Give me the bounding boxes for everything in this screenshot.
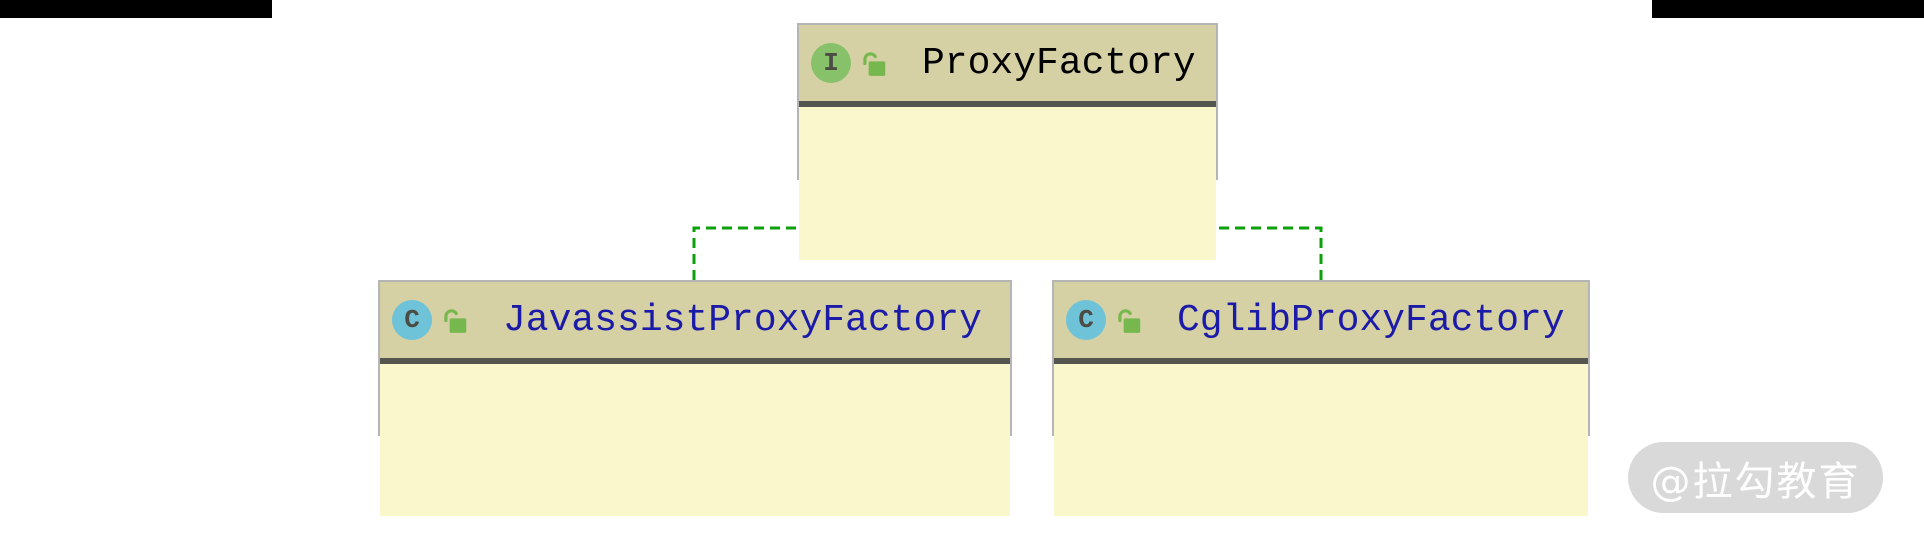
node-body	[799, 107, 1216, 260]
unlock-icon	[444, 309, 467, 333]
class-icon-letter: C	[404, 305, 420, 335]
node-header: I ProxyFactory	[799, 25, 1216, 107]
node-title: JavassistProxyFactory	[503, 298, 982, 342]
node-title: CglibProxyFactory	[1177, 298, 1565, 342]
node-header: C JavassistProxyFactory	[380, 282, 1010, 364]
node-header: C CglibProxyFactory	[1054, 282, 1588, 364]
top-left-black-bar	[0, 0, 272, 18]
top-right-black-bar	[1652, 0, 1924, 18]
node-body	[380, 364, 1010, 516]
unlock-icon	[863, 52, 886, 76]
interface-icon-letter: I	[823, 48, 839, 78]
watermark-text: @拉勾教育	[1650, 458, 1861, 505]
interface-icon: I	[811, 43, 851, 83]
node-title: ProxyFactory	[922, 41, 1196, 85]
node-body	[1054, 364, 1588, 516]
uml-node-javassistproxyfactory[interactable]: C JavassistProxyFactory	[378, 280, 1012, 516]
uml-node-cglibproxyfactory[interactable]: C CglibProxyFactory	[1052, 280, 1590, 516]
class-icon: C	[1066, 300, 1106, 340]
unlock-icon	[1118, 309, 1141, 333]
class-icon: C	[392, 300, 432, 340]
watermark-badge: @拉勾教育	[1628, 442, 1883, 513]
uml-node-proxyfactory[interactable]: I ProxyFactory	[797, 23, 1218, 260]
class-icon-letter: C	[1078, 305, 1094, 335]
